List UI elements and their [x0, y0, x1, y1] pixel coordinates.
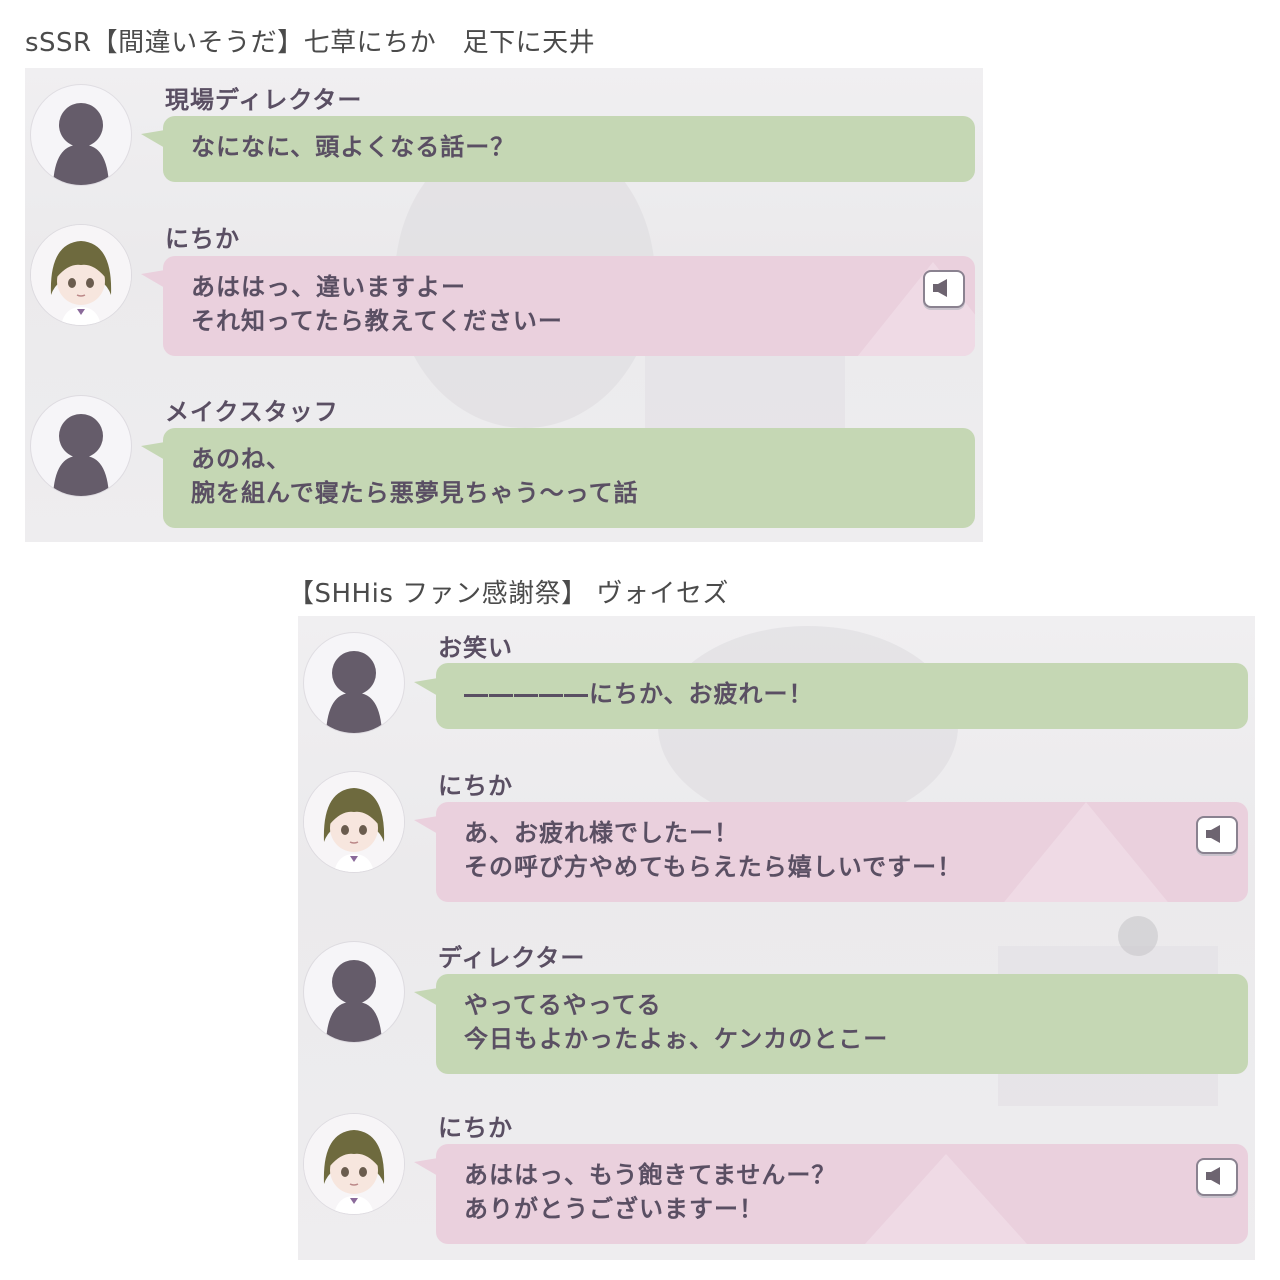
silhouette-icon [304, 633, 404, 733]
bubble-tail [414, 816, 438, 834]
speaker-icon[interactable] [1196, 816, 1238, 854]
nichika-avatar [304, 1114, 404, 1214]
message-line: あ、お疲れ様でしたー！ [464, 819, 739, 847]
message-bubble: あははっ、違いますよー それ知ってたら教えてくださいー [163, 256, 975, 356]
bubble-tail [414, 1158, 438, 1176]
message-line: あのね、 [191, 445, 291, 473]
nichika-avatar [304, 772, 404, 872]
message-line: なになに、頭よくなる話ー？ [191, 133, 516, 161]
speaker-icon[interactable] [1196, 1158, 1238, 1196]
speaker-name: ディレクター [438, 944, 586, 972]
speaker-name: メイクスタッフ [165, 398, 339, 426]
section-title-1: sSSR【間違いそうだ】七草にちか 足下に天井 [25, 28, 596, 58]
message-line: やってるやってる [464, 991, 662, 1019]
speaker-name: 現場ディレクター [165, 86, 363, 114]
speaker-name: にちか [438, 772, 513, 800]
message-line: その呼び方やめてもらえたら嬉しいですー！ [464, 853, 963, 881]
message-bubble: やってるやってる 今日もよかったよぉ、ケンカのとこー [436, 974, 1248, 1074]
message-bubble: ―――――にちか、お疲れー！ [436, 663, 1248, 729]
message-line: ―――――にちか、お疲れー！ [464, 680, 814, 708]
bubble-tail [414, 988, 438, 1006]
bubble-tail [141, 442, 165, 460]
speaker-name: にちか [438, 1114, 513, 1142]
message-line: それ知ってたら教えてくださいー [191, 307, 563, 335]
message-line: 腕を組んで寝たら悪夢見ちゃう～って話 [191, 479, 639, 507]
message-bubble: なになに、頭よくなる話ー？ [163, 116, 975, 182]
message-line: 今日もよかったよぉ、ケンカのとこー [464, 1025, 889, 1053]
chat-panel-2: お笑い ―――――にちか、お疲れー！ にちか [298, 616, 1255, 1260]
speaker-name: お笑い [438, 634, 513, 662]
chat-panel-1: 現場ディレクター なになに、頭よくなる話ー？ にちか [25, 68, 983, 542]
speaker-icon[interactable] [923, 270, 965, 308]
silhouette-icon [31, 85, 131, 185]
silhouette-icon [31, 396, 131, 496]
bubble-decoration [856, 1154, 1036, 1244]
background-ball [1118, 916, 1158, 956]
bubble-tail [414, 678, 438, 696]
section-title-2: 【SHHis ファン感謝祭】 ヴォイセズ [288, 579, 729, 609]
silhouette-icon [304, 942, 404, 1042]
message-line: ありがとうございますー！ [464, 1195, 764, 1223]
message-bubble: あははっ、もう飽きてませんー？ ありがとうございますー！ [436, 1144, 1248, 1244]
message-bubble: あ、お疲れ様でしたー！ その呼び方やめてもらえたら嬉しいですー！ [436, 802, 1248, 902]
speaker-name: にちか [165, 225, 240, 253]
nichika-avatar [31, 225, 131, 325]
bubble-tail [141, 270, 165, 288]
bubble-decoration [996, 802, 1176, 902]
bubble-tail [141, 130, 165, 148]
message-line: あははっ、違いますよー [191, 273, 466, 301]
message-bubble: あのね、 腕を組んで寝たら悪夢見ちゃう～って話 [163, 428, 975, 528]
message-line: あははっ、もう飽きてませんー？ [464, 1161, 837, 1189]
